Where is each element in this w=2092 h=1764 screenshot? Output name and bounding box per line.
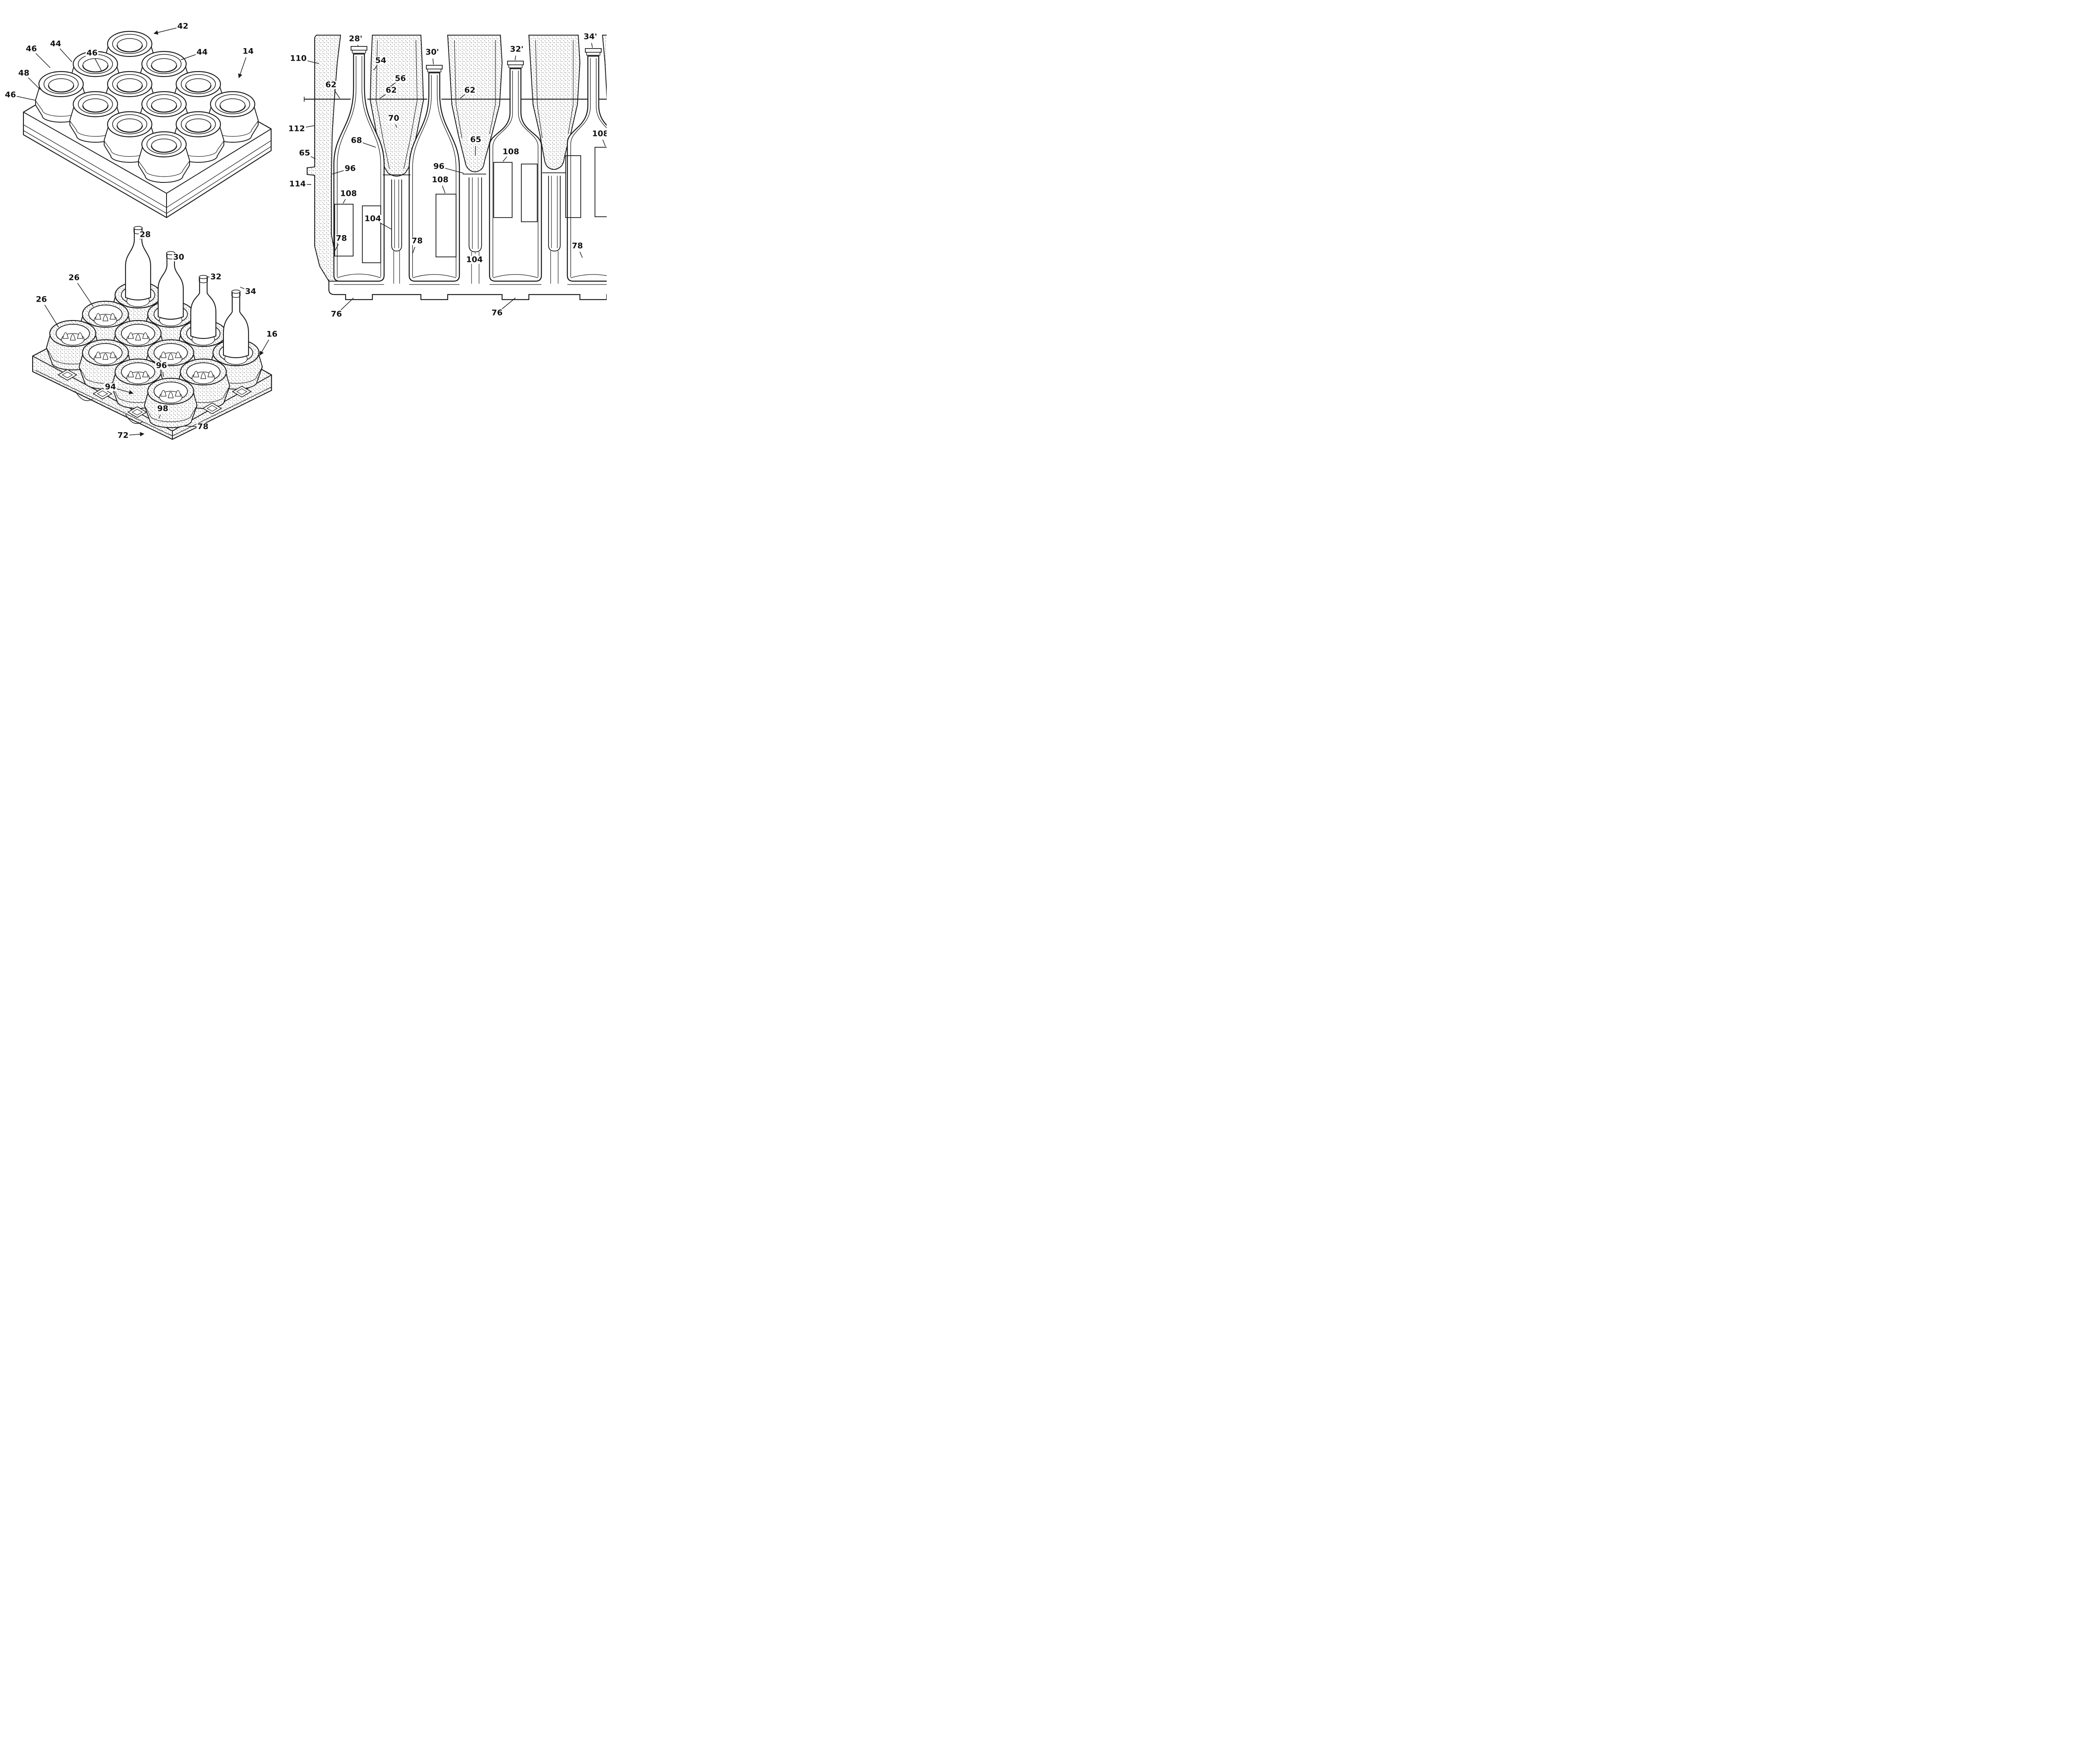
pocket-b-c — [447, 35, 503, 172]
leader-line — [502, 156, 508, 162]
leader-line — [460, 94, 465, 99]
leader-line — [442, 185, 446, 194]
leader-line — [310, 156, 316, 159]
bottle-34 — [212, 290, 260, 367]
upper-tray-section — [307, 35, 607, 282]
leader-line — [238, 57, 246, 78]
leader-line — [362, 142, 376, 148]
leader-line — [153, 27, 177, 35]
bottle-28-section — [333, 46, 385, 282]
leader-line — [373, 65, 377, 71]
figure-cross-section — [304, 35, 607, 300]
leader-line — [303, 125, 315, 128]
leader-lines-overlay — [16, 27, 606, 436]
bottle-32-section — [489, 61, 542, 282]
figure-empty-tray — [23, 31, 272, 218]
leader-line — [579, 251, 583, 258]
leader-line — [602, 139, 606, 147]
leader-line — [445, 168, 464, 174]
leader-lines — [16, 27, 606, 436]
leader-line — [95, 58, 102, 72]
leader-line — [378, 221, 392, 230]
leader-line — [334, 244, 339, 251]
leader-line — [334, 90, 340, 99]
leader-line — [303, 184, 312, 185]
figure-loaded-tray — [32, 226, 272, 440]
tray16-cups-and-bottles — [46, 226, 263, 428]
leader-line — [129, 432, 145, 436]
leader-line — [412, 246, 415, 254]
leader-line — [332, 170, 344, 174]
lower-tray-section — [328, 176, 607, 300]
leader-line — [390, 82, 396, 87]
figure-art — [23, 31, 607, 440]
leader-line — [77, 283, 94, 307]
leader-line — [180, 54, 197, 60]
leader-line — [259, 339, 269, 356]
tray-floor — [328, 279, 607, 300]
flange-lines — [304, 97, 607, 175]
leader-line — [304, 59, 319, 64]
leader-line — [502, 297, 516, 310]
leader-line — [395, 124, 397, 128]
leader-line — [59, 48, 72, 62]
leader-line — [162, 372, 164, 377]
divider-a-b — [391, 179, 402, 251]
right-wall — [602, 35, 607, 101]
bottle-34-section — [567, 48, 607, 282]
leader-line — [515, 55, 516, 61]
leader-line — [44, 305, 59, 328]
leader-line — [159, 414, 161, 419]
leader-line — [343, 199, 346, 204]
leader-line — [16, 96, 36, 101]
leader-line — [116, 388, 134, 395]
leader-line — [379, 94, 387, 99]
leader-line — [36, 53, 51, 68]
leader-line — [341, 297, 354, 310]
leader-line — [475, 146, 476, 156]
bottle-label-rects — [334, 147, 607, 263]
leader-line — [28, 77, 41, 90]
leader-line — [240, 287, 245, 290]
